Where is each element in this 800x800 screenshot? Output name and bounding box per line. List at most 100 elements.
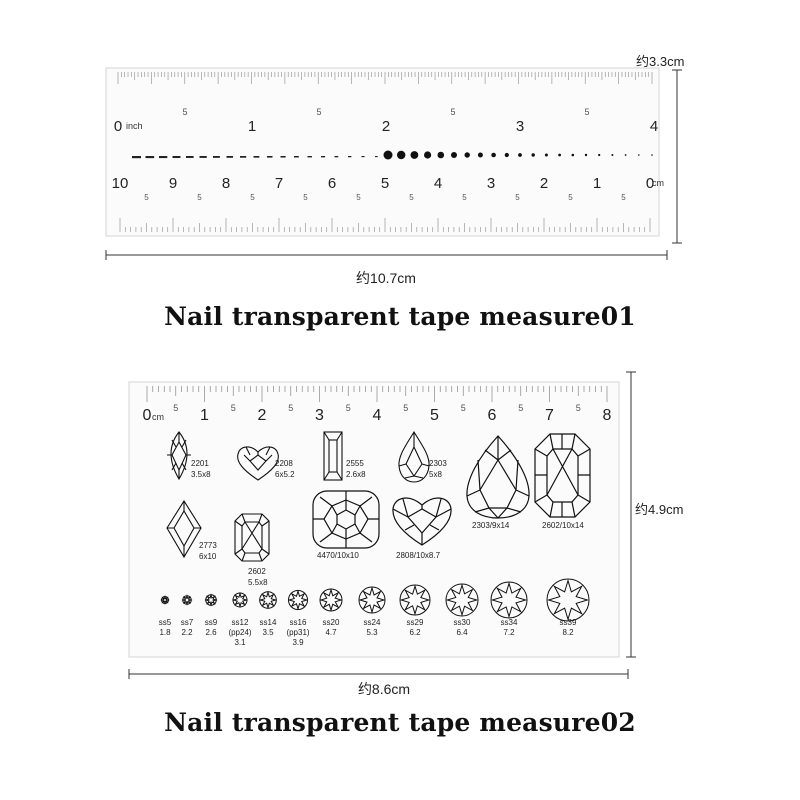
ruler-2-height-label: 约4.9cm bbox=[635, 502, 683, 517]
cm-label: 3 bbox=[487, 175, 495, 192]
stone-code: ss16 bbox=[290, 618, 307, 627]
shape-code: 2808/10x8.7 bbox=[396, 551, 441, 560]
half-mark: 5 bbox=[576, 403, 581, 413]
dash-mark bbox=[186, 156, 194, 158]
marquise-2201 bbox=[167, 431, 191, 481]
stone-code: ss20 bbox=[323, 618, 340, 627]
heart-2208 bbox=[237, 446, 279, 481]
dot-mark bbox=[531, 153, 535, 157]
half-mark: 5 bbox=[356, 193, 361, 202]
round-stone-ss39 bbox=[546, 578, 590, 622]
half-mark: 5 bbox=[173, 403, 178, 413]
ruler-1-height-dimension: 约3.3cm bbox=[636, 54, 684, 244]
stone-mm: 2.6 bbox=[205, 628, 217, 637]
cm-label: 2 bbox=[258, 407, 267, 424]
inch-label: 0 bbox=[114, 118, 122, 135]
ruler-2-height-dimension: 约4.9cm bbox=[626, 371, 683, 658]
half-mark: 5 bbox=[621, 193, 626, 202]
ruler-2-ticks bbox=[146, 386, 608, 402]
inch-label: 2 bbox=[382, 118, 390, 135]
inch-label: 1 bbox=[248, 118, 256, 135]
stone-mm: 7.2 bbox=[503, 628, 515, 637]
stone-code: ss39 bbox=[560, 618, 577, 627]
rhombus-2773 bbox=[166, 499, 202, 559]
ruler-2-shape-labels: 22013.5x822086x5.225552.6x823035x82303/9… bbox=[191, 459, 584, 587]
half-mark: 5 bbox=[303, 193, 308, 202]
cm-label: 7 bbox=[275, 175, 283, 192]
stone-alt: (pp31) bbox=[286, 628, 309, 637]
round-stone-ss7 bbox=[181, 594, 193, 606]
shape-code: 2773 bbox=[199, 541, 217, 550]
dash-mark bbox=[280, 156, 286, 158]
dot-mark bbox=[544, 153, 548, 157]
stone-code: ss29 bbox=[407, 618, 424, 627]
half-mark: 5 bbox=[182, 107, 187, 117]
half-mark: 5 bbox=[461, 403, 466, 413]
dash-mark bbox=[132, 156, 141, 159]
shape-code: 2208 bbox=[275, 459, 293, 468]
cm-label: 4 bbox=[373, 407, 382, 424]
dash-mark bbox=[361, 156, 365, 158]
stone-code: ss7 bbox=[181, 618, 194, 627]
ruler-1-caption: Nail transparent tape measure01 bbox=[164, 302, 636, 331]
dot-mark bbox=[598, 153, 601, 157]
dash-mark bbox=[294, 156, 299, 158]
half-mark: 5 bbox=[288, 403, 293, 413]
stone-code: ss14 bbox=[260, 618, 277, 627]
ruler-2-caption: Nail transparent tape measure02 bbox=[164, 708, 636, 737]
dot-mark bbox=[383, 150, 393, 160]
dash-mark bbox=[213, 156, 220, 158]
heart-2808 bbox=[392, 497, 452, 546]
ruler-1-top-ticks bbox=[117, 72, 653, 84]
ruler-1-width-dimension: 约10.7cm bbox=[105, 250, 668, 286]
stone-star bbox=[204, 593, 218, 607]
cm-label: 2 bbox=[540, 175, 548, 192]
dash-mark bbox=[334, 156, 339, 158]
stone-mm: 8.2 bbox=[562, 628, 574, 637]
half-mark: 5 bbox=[518, 403, 523, 413]
cm-label: 1 bbox=[593, 175, 601, 192]
stone-star bbox=[358, 586, 386, 614]
dash-mark bbox=[240, 156, 247, 158]
dot-mark bbox=[397, 150, 406, 160]
dot-mark bbox=[584, 153, 588, 157]
dot-mark bbox=[464, 152, 470, 158]
inch-unit: inch bbox=[126, 121, 143, 131]
cm-label: 9 bbox=[169, 175, 177, 192]
stone-mm: 3.1 bbox=[234, 638, 246, 647]
cm-label: 0 bbox=[143, 407, 152, 424]
octagon-2602-small bbox=[234, 513, 270, 562]
stone-star bbox=[287, 589, 309, 611]
half-mark: 5 bbox=[515, 193, 520, 202]
round-stone-ss24 bbox=[358, 586, 386, 614]
round-stone-ss14 bbox=[258, 590, 278, 610]
stone-code: ss34 bbox=[501, 618, 518, 627]
dot-mark bbox=[571, 153, 575, 157]
round-stone-ss16 bbox=[287, 589, 309, 611]
shape-code: 2555 bbox=[346, 459, 364, 468]
half-mark: 5 bbox=[450, 107, 455, 117]
ruler-2-round-stones: ss51.8ss72.2ss92.6ss12(pp24)3.1ss143.5ss… bbox=[159, 578, 590, 647]
cm-label: 4 bbox=[434, 175, 442, 192]
cm-label: 6 bbox=[488, 407, 497, 424]
stone-mm: 3.5 bbox=[262, 628, 274, 637]
cm-label: 7 bbox=[545, 407, 554, 424]
ruler-1-height-label: 约3.3cm bbox=[636, 54, 684, 69]
ruler-2-width-label: 约8.6cm bbox=[358, 681, 410, 697]
ruler-1-width-label: 约10.7cm bbox=[356, 270, 416, 286]
shape-code: 2303 bbox=[429, 459, 447, 468]
round-stone-ss12 bbox=[231, 591, 249, 609]
dot-mark bbox=[638, 154, 640, 156]
cm-label: 6 bbox=[328, 175, 336, 192]
dash-mark bbox=[253, 156, 260, 158]
stone-mm: 4.7 bbox=[325, 628, 337, 637]
stone-code: ss12 bbox=[232, 618, 249, 627]
dot-mark bbox=[410, 151, 419, 159]
shape-size: 2.6x8 bbox=[346, 470, 366, 479]
stone-mm: 6.2 bbox=[409, 628, 421, 637]
dash-mark bbox=[321, 156, 326, 158]
